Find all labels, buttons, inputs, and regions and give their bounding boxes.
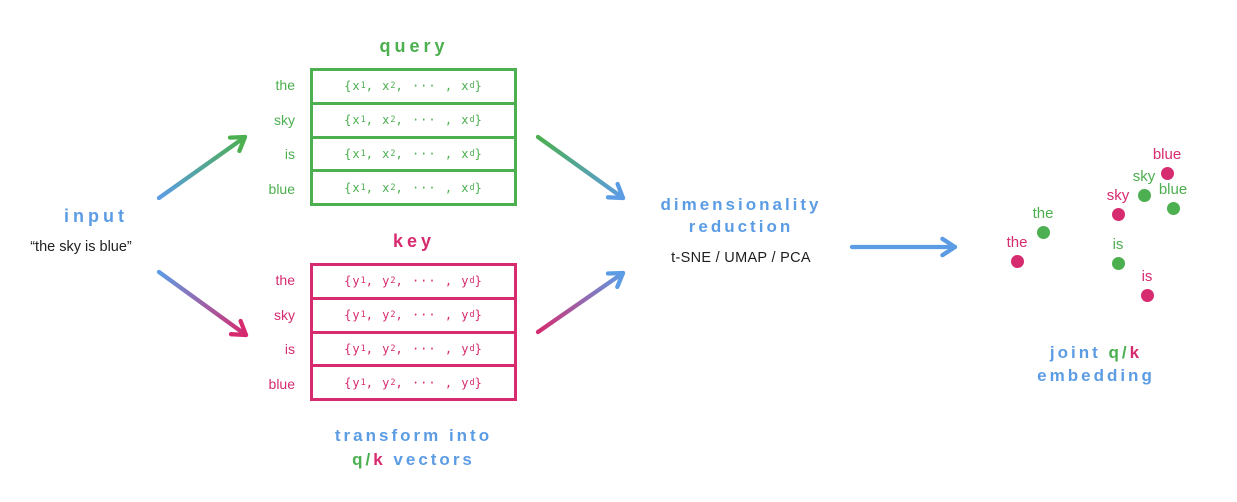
- scatter-point-the-pink: [1010, 254, 1024, 268]
- transform-label-line2: q/k vectors: [295, 448, 532, 472]
- input-quote: “the sky is blue”: [30, 239, 132, 255]
- q-letter: q: [352, 450, 366, 469]
- vectors-word: vectors: [385, 450, 475, 469]
- scatter-point-the-green: [1036, 225, 1050, 239]
- key-title: key: [392, 231, 436, 251]
- scatter-label-the-pink: the: [1006, 234, 1028, 251]
- dimred-line2: reduction: [688, 217, 794, 236]
- scatter-label-sky-pink: sky: [1106, 187, 1130, 204]
- key-to-dimred-arrow: [535, 270, 626, 335]
- slash: /: [1121, 343, 1130, 362]
- query-row-label-blue: blue: [268, 180, 295, 197]
- dimensionality-reduction-label: dimensionality reduction: [631, 194, 851, 238]
- joint-line2: embedding: [1037, 366, 1155, 385]
- joint-embedding-label: joint q/k embedding: [986, 341, 1206, 387]
- scatter-point-is-pink: [1140, 288, 1154, 302]
- scatter-label-blue-pink: blue: [1152, 146, 1182, 163]
- transform-label-line1: transform into: [334, 426, 493, 445]
- input-to-query-arrow: [156, 134, 248, 201]
- input-to-key-arrow: [156, 269, 249, 338]
- transform-label: transform into q/k vectors: [295, 424, 532, 472]
- scatter-point-is-green: [1111, 256, 1125, 270]
- key-row-labels: the sky is blue: [225, 263, 295, 401]
- key-row-label-sky: sky: [274, 306, 295, 323]
- key-row-label-the: the: [275, 272, 295, 289]
- scatter-label-sky-green: sky: [1132, 168, 1156, 185]
- dimred-to-embedding-arrow: [849, 236, 958, 258]
- scatter-point-blue-pink: [1160, 166, 1174, 180]
- k-letter: k: [1129, 343, 1143, 362]
- scatter-point-blue-green: [1166, 201, 1180, 215]
- scatter-point-sky-green: [1137, 188, 1151, 202]
- query-row-label-the: the: [275, 77, 295, 94]
- scatter-label-is-pink: is: [1141, 268, 1153, 285]
- query-row-label-is: is: [284, 146, 295, 163]
- dimred-methods: t-SNE / UMAP / PCA: [671, 250, 811, 266]
- query-to-dimred-arrow: [535, 134, 626, 201]
- query-title: query: [379, 36, 449, 56]
- joint-word: joint: [1049, 343, 1109, 362]
- slash: /: [365, 450, 374, 469]
- q-letter: q: [1108, 343, 1122, 362]
- scatter-label-blue-green: blue: [1158, 181, 1188, 198]
- key-row-label-blue: blue: [268, 375, 295, 392]
- key-row-label-is: is: [284, 341, 295, 358]
- scatter-label-is-green: is: [1112, 236, 1124, 253]
- dimred-line1: dimensionality: [660, 195, 822, 214]
- scatter-point-sky-pink: [1111, 207, 1125, 221]
- joint-line1: joint q/k: [986, 341, 1206, 364]
- query-row-labels: the sky is blue: [225, 68, 295, 206]
- scatter-label-the-green: the: [1032, 205, 1054, 222]
- k-letter: k: [373, 450, 386, 469]
- input-label: input: [64, 206, 128, 226]
- query-row-label-sky: sky: [274, 111, 295, 128]
